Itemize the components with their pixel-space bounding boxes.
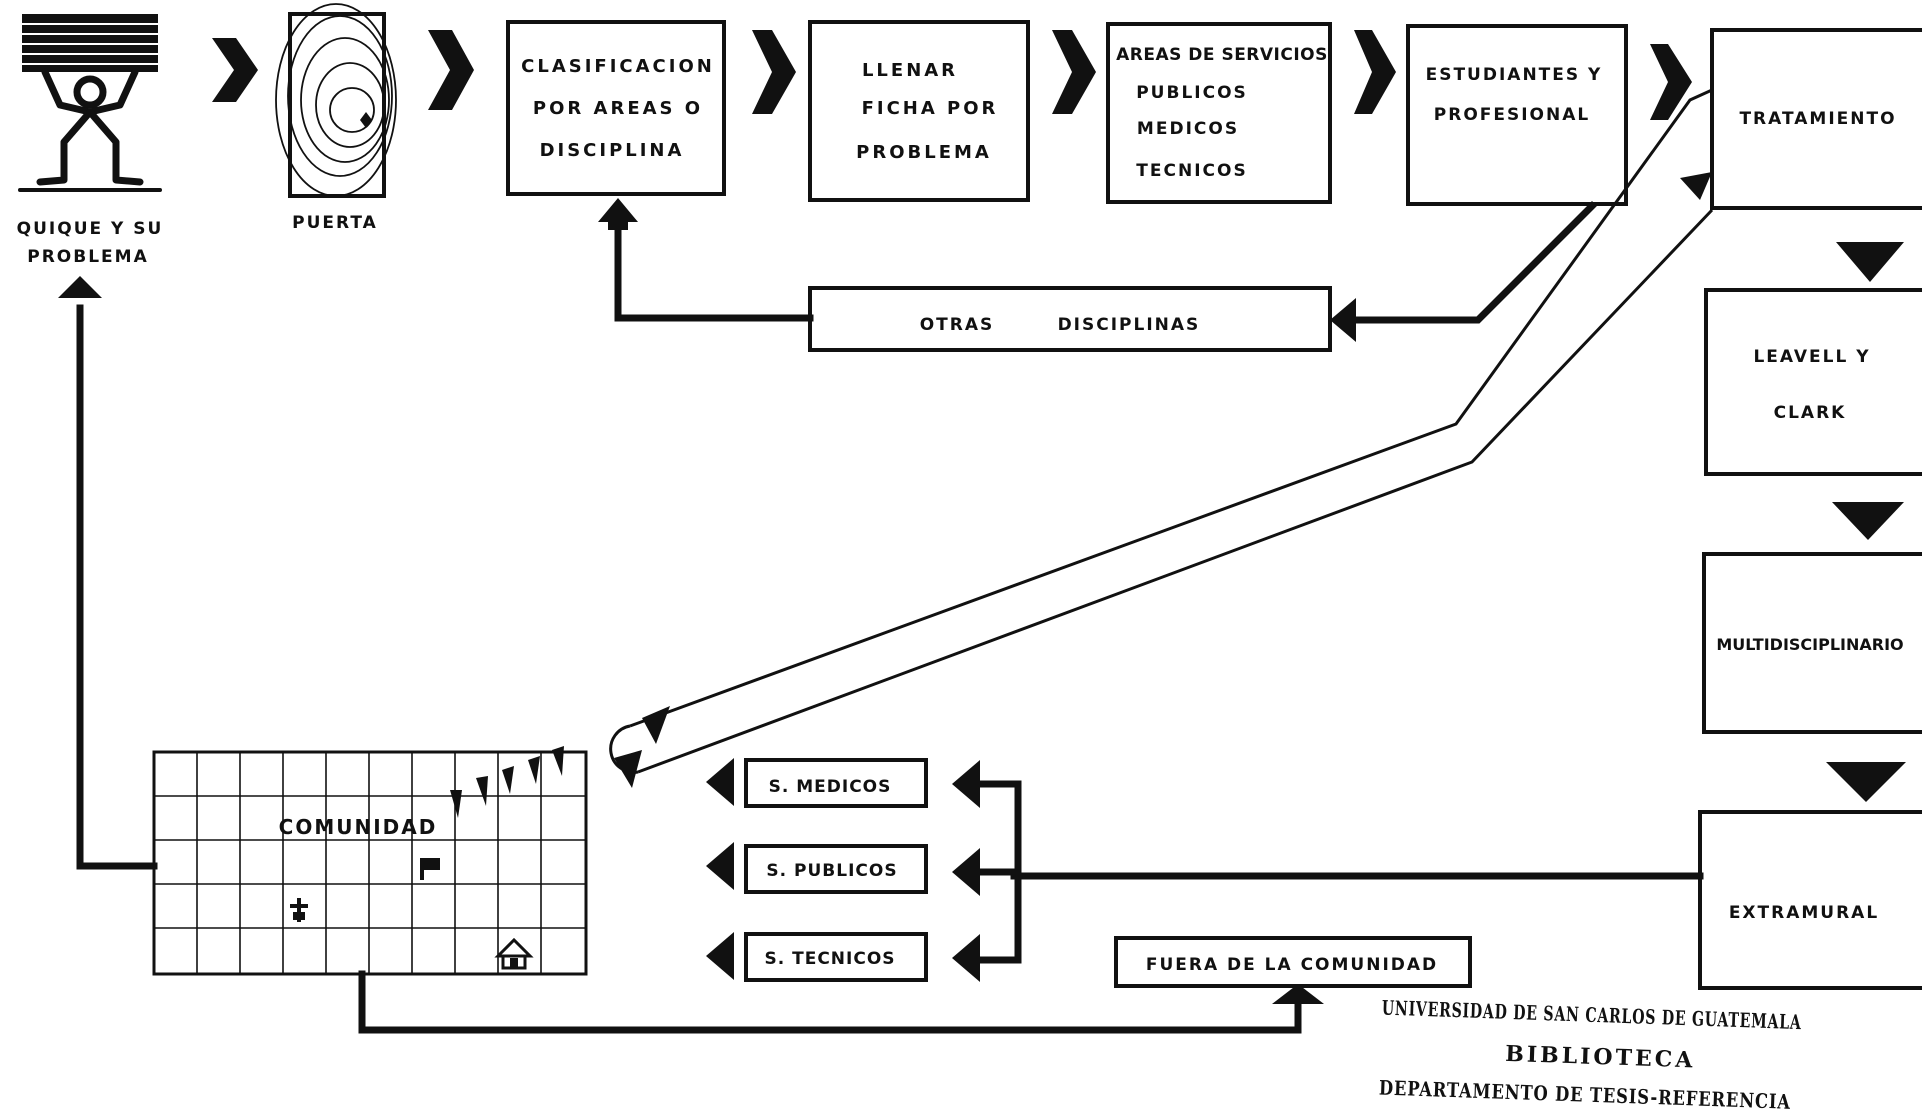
- arrow-left-icon: [952, 760, 980, 808]
- stamp-line2: BIBLIOTECA: [1505, 1041, 1696, 1074]
- box-areas-servicios: [1106, 22, 1332, 204]
- box-llenar-ficha-line2: FICHA POR: [862, 98, 999, 119]
- box-estudiantes-line1: ESTUDIANTES Y: [1426, 65, 1603, 85]
- arrow-down-icon: [1836, 242, 1904, 282]
- box-fuera-comunidad: [1114, 936, 1472, 988]
- box-s-tecnicos: [744, 932, 928, 982]
- person-label-line1: QUIQUE Y SU: [17, 219, 164, 239]
- box-areas-line2: PUBLICOS: [1136, 83, 1248, 103]
- box-tratamiento-label: TRATAMIENTO: [1739, 109, 1896, 129]
- arrow-down-icon: [1826, 762, 1906, 802]
- box-fuera-label: FUERA DE LA COMUNIDAD: [1146, 955, 1438, 975]
- arrow-up-icon: [58, 276, 102, 298]
- stamp-line3: DEPARTAMENTO DE TESIS-REFERENCIA: [1379, 1075, 1792, 1113]
- box-multidisciplinario-label: MULTIDISCIPLINARIO: [1716, 635, 1903, 654]
- arrow-left-icon: [952, 934, 980, 982]
- person-label-line2: PROBLEMA: [27, 247, 148, 267]
- box-extramural: [1698, 810, 1922, 990]
- problem-load-icon: [22, 14, 158, 72]
- line-to-outside: [358, 970, 1302, 1034]
- flag-icon: [420, 858, 440, 880]
- arrow-down-left-icon: [642, 706, 670, 744]
- person-with-problem-icon: [18, 14, 162, 192]
- box-s-publicos: [744, 844, 928, 894]
- community-grid: [152, 750, 588, 976]
- arrow-left-icon: [706, 758, 734, 806]
- box-areas-line4: TECNICOS: [1136, 161, 1247, 181]
- feedback-line-quique: [76, 304, 158, 870]
- arrow-left-icon: [706, 842, 734, 890]
- box-extramural-label: EXTRAMURAL: [1729, 903, 1879, 923]
- box-s-publicos-label: S. PUBLICOS: [766, 861, 897, 881]
- feedback-line-clasificacion: [614, 226, 814, 322]
- flow-arrow-icon: [1354, 30, 1396, 114]
- box-s-tecnicos-label: S. TECNICOS: [764, 949, 895, 969]
- box-estudiantes-line2: PROFESIONAL: [1434, 105, 1590, 125]
- arrow-left-icon: [706, 932, 734, 980]
- flow-arrow-icon: [428, 30, 474, 110]
- arrow-up-icon: [1272, 984, 1324, 1004]
- arrow-left-icon: [952, 848, 980, 896]
- community-label: COMUNIDAD: [279, 815, 438, 839]
- house-icon: [494, 937, 534, 970]
- door-label: PUERTA: [292, 213, 378, 233]
- box-areas-line3: MEDICOS: [1137, 119, 1239, 139]
- arrow-up-icon: [598, 198, 638, 230]
- box-clasificacion: [506, 20, 726, 196]
- arrow-down-icon: [1832, 502, 1904, 540]
- person-icon: [18, 68, 162, 192]
- box-tratamiento: [1710, 28, 1922, 210]
- box-leavell-line1: LEAVELL Y: [1753, 347, 1870, 367]
- box-clasificacion-line1: CLASIFICACION: [521, 56, 715, 77]
- arrow-left-icon: [1330, 298, 1356, 342]
- box-s-medicos-label: S. MEDICOS: [769, 777, 892, 797]
- flow-arrow-icon: [212, 38, 258, 102]
- box-otras-label: OTRAS DISCIPLINAS: [920, 315, 1201, 335]
- arrow-down-left-icon: [614, 750, 642, 788]
- flow-arrow-icon: [752, 30, 796, 114]
- flow-arrow-icon: [1052, 30, 1096, 114]
- box-estudiantes: [1406, 24, 1628, 206]
- box-leavell-clark: [1704, 288, 1922, 476]
- box-llenar-ficha-line1: LLENAR: [862, 60, 958, 81]
- box-llenar-ficha: [808, 20, 1030, 202]
- stamp-line1: UNIVERSIDAD DE SAN CARLOS DE GUATEMALA: [1381, 995, 1802, 1034]
- box-clasificacion-line2: POR AREAS O: [533, 98, 703, 119]
- box-leavell-line2: CLARK: [1774, 403, 1847, 423]
- arrow-up-right-icon: [1680, 172, 1712, 200]
- flow-arrow-icon: [1650, 44, 1692, 120]
- feedback-line-otras: [1348, 201, 1597, 324]
- church-icon: [290, 898, 308, 922]
- box-s-medicos: [744, 758, 928, 808]
- box-clasificacion-line3: DISCIPLINA: [540, 140, 685, 161]
- box-llenar-ficha-line3: PROBLEMA: [856, 142, 992, 163]
- door-icon: [275, 3, 397, 198]
- library-stamp: UNIVERSIDAD DE SAN CARLOS DE GUATEMALA B…: [1379, 995, 1802, 1113]
- box-areas-line1: AREAS DE SERVICIOS: [1116, 45, 1328, 65]
- box-multidisciplinario: [1702, 552, 1922, 734]
- people-arrows-icon: [450, 746, 564, 818]
